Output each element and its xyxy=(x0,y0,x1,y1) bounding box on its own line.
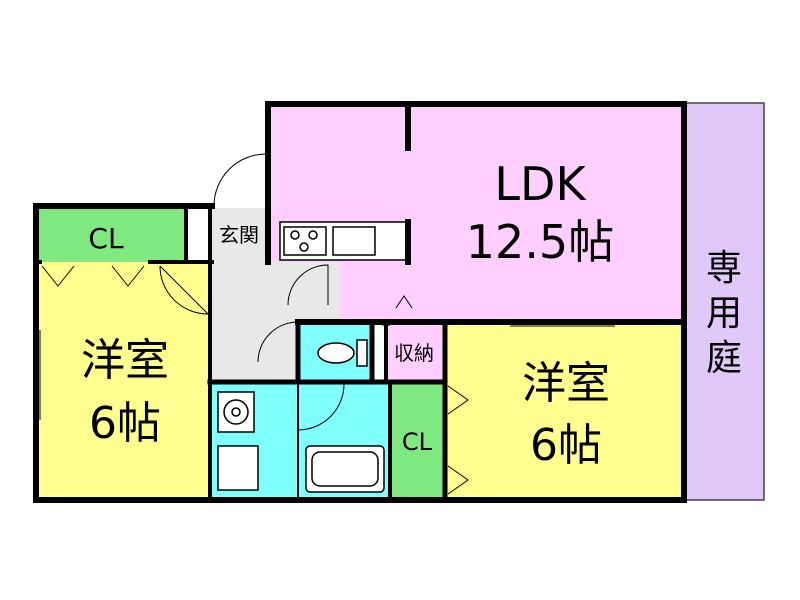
folding-doors xyxy=(41,265,469,495)
storage-label: 収納 xyxy=(394,341,434,365)
private-garden-char-3: 庭 xyxy=(706,338,742,379)
western-room-left-area xyxy=(38,262,212,498)
western-room-right-size: 6帖 xyxy=(530,420,602,471)
ldk-area xyxy=(268,104,684,325)
entrance-area xyxy=(212,208,268,262)
closet-right-label: CL xyxy=(402,428,433,456)
washbasin-fixture xyxy=(217,391,259,491)
western-room-right-area xyxy=(445,325,684,498)
bathtub-fixture xyxy=(305,445,385,493)
private-garden-char-2: 用 xyxy=(706,293,742,334)
ldk-size: 12.5帖 xyxy=(466,215,614,269)
storage-area xyxy=(384,325,445,380)
western-room-left-name: 洋室 xyxy=(81,335,169,386)
western-room-right-name: 洋室 xyxy=(522,358,610,409)
closet-left-label: CL xyxy=(88,222,124,255)
private-garden-char-1: 専 xyxy=(706,248,742,289)
western-room-left-size: 6帖 xyxy=(89,398,161,449)
entrance-label: 玄関 xyxy=(219,223,259,247)
closet-left-area xyxy=(38,208,184,262)
private-garden-area xyxy=(683,102,765,501)
toilet-fixture xyxy=(317,339,368,367)
closet-right-area xyxy=(390,382,445,498)
ldk-name: LDK xyxy=(494,157,587,211)
kitchen-counter xyxy=(279,221,409,261)
walls xyxy=(33,101,687,503)
